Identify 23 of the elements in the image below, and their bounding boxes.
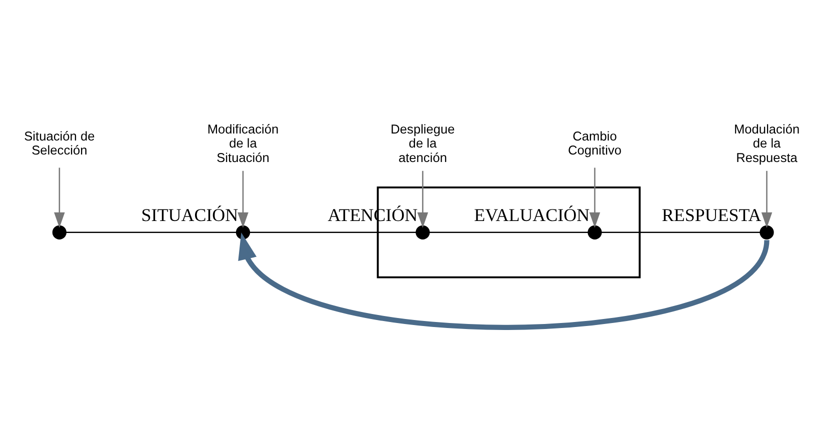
node-text: Cambio Cognitivo: [568, 128, 622, 158]
arrow: [589, 168, 600, 228]
arrow: [761, 170, 772, 228]
node-text: Modulación de la Respuesta: [734, 122, 800, 165]
arrow: [417, 170, 428, 228]
node-circle: [588, 225, 602, 240]
arrow: [54, 168, 65, 228]
connector: [601, 232, 760, 234]
connector: [250, 232, 416, 234]
connector: [429, 232, 588, 234]
node-label: EVALUACIÓN: [474, 205, 590, 226]
node-circle: [236, 225, 250, 240]
node-label: SITUACIÓN: [141, 205, 238, 226]
node-circle: [760, 225, 774, 240]
node-text: Modificación de la Situación: [207, 122, 279, 165]
arrow: [238, 170, 248, 228]
connector: [66, 232, 236, 234]
node-text: Situación de Selección: [24, 128, 95, 158]
node-label: RESPUESTA: [662, 205, 762, 226]
node-circle: [416, 225, 430, 240]
arrow: [238, 232, 770, 330]
node-circle: [52, 225, 66, 240]
node-text: Despliegue de la atención: [390, 122, 455, 165]
